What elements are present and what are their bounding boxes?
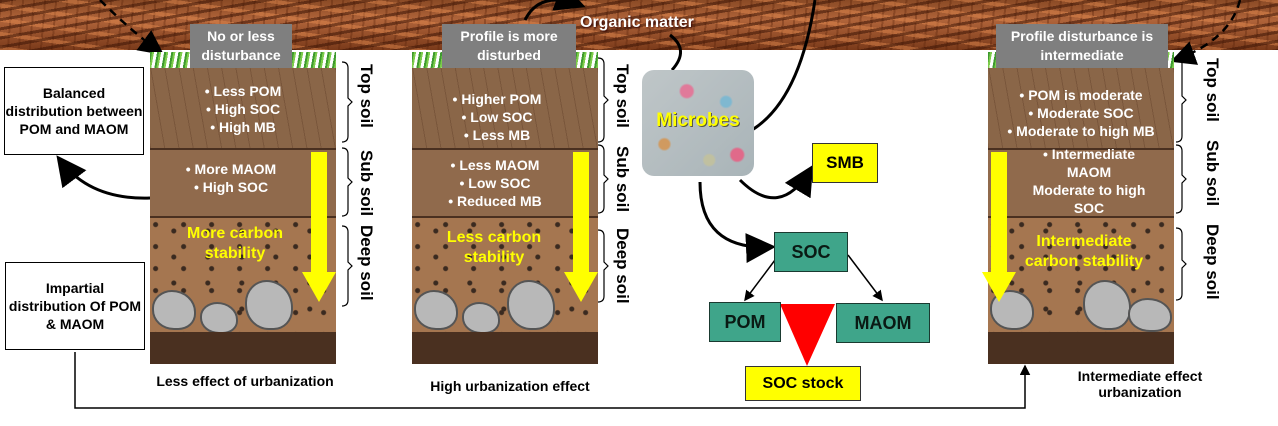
bullet: • Higher POM: [452, 91, 542, 107]
subsoil-layer: [412, 148, 598, 218]
rock: [1128, 298, 1172, 332]
profile-caption: High urbanization effect: [430, 378, 590, 394]
label-deep-soil: Deep soil: [1203, 224, 1222, 300]
down-arrow-icon: [564, 152, 598, 302]
profile-title: No or less disturbance: [190, 24, 292, 68]
profile-title: Profile disturbance is intermediate: [996, 24, 1168, 68]
arrow-om-down: [669, 33, 682, 72]
bedrock-layer: [150, 332, 336, 364]
arrow-soc-maom: [847, 254, 883, 302]
bullet: • Reduced MB: [448, 193, 542, 209]
microbes-image: Microbes: [642, 70, 754, 176]
subsoil-layer: [150, 148, 336, 218]
subsoil-bullets: • Less MAOM • Low SOC • Reduced MB: [402, 156, 588, 210]
rock: [152, 290, 196, 330]
topsoil-layer: [412, 68, 598, 148]
stability-label: Less carbon stability: [446, 229, 542, 266]
arrow-microbes-up: [751, 0, 817, 132]
arrow-soc-pom: [744, 259, 776, 302]
label-top-soil: Top soil: [357, 64, 376, 128]
subsoil-bullets: • More MAOM • High SOC: [138, 160, 324, 196]
pom-box: POM: [709, 302, 781, 342]
arrow-to-balanced: [56, 155, 151, 200]
bullet: • POM is moderate: [1019, 87, 1143, 103]
topsoil-bullets: • POM is moderate • Moderate SOC • Moder…: [988, 86, 1174, 140]
bullet: • Low SOC: [461, 109, 533, 125]
bullet: • High MB: [210, 119, 276, 135]
topsoil-layer: [150, 68, 336, 148]
rock: [507, 280, 555, 330]
bullet: • Low SOC: [459, 175, 531, 191]
stability-label: More carbon stability: [186, 225, 283, 262]
bullet: • Moderate to high MB: [1007, 123, 1155, 139]
subsoil-bullets: • Intermediate MAOM Moderate to high SOC: [996, 145, 1182, 217]
impartial-distribution-box: Impartial distribution Of POM & MAOM: [5, 262, 145, 350]
arrow-microbes-smb: [738, 164, 814, 200]
dashed-arrow-left: [99, 0, 165, 55]
bullet: SOC: [1073, 200, 1105, 216]
topsoil-bullets: • Less POM • High SOC • High MB: [150, 82, 336, 136]
organic-matter-label: Organic matter: [580, 14, 694, 31]
down-arrow-icon: [982, 152, 1016, 302]
label-top-soil: Top soil: [613, 64, 632, 128]
balanced-text: Balanced distribution between POM and MA…: [5, 85, 143, 137]
soc-stock-box: SOC stock: [745, 366, 861, 401]
rock: [1083, 280, 1131, 330]
topsoil-bullets: • Higher POM • Low SOC • Less MB: [404, 90, 590, 144]
arrow-microbes-soc: [698, 181, 776, 264]
bullet: • Less MB: [463, 127, 531, 143]
subsoil-layer: [988, 148, 1174, 218]
stability-label: Intermediate carbon stability: [1024, 233, 1144, 270]
profile-caption: Intermediate effect urbanization: [1077, 368, 1203, 400]
label-deep-soil: Deep soil: [357, 225, 376, 301]
microbes-label: Microbes: [656, 110, 740, 131]
label-deep-soil: Deep soil: [613, 228, 632, 304]
label-sub-soil: Sub soil: [357, 150, 376, 217]
bullet: • High SOC: [205, 101, 281, 117]
bedrock-layer: [988, 332, 1174, 364]
maom-box: MAOM: [836, 303, 930, 343]
soil-profile-high: • Higher POM • Low SOC • Less MB • Less …: [412, 52, 598, 364]
balanced-distribution-box: Balanced distribution between POM and MA…: [4, 67, 144, 155]
label-sub-soil: Sub soil: [613, 146, 632, 213]
bullet: Moderate to high: [1032, 182, 1146, 198]
impartial-text: Impartial distribution Of POM & MAOM: [8, 280, 142, 332]
bullet: • Intermediate: [1042, 146, 1136, 162]
profile-title: Profile is more disturbed: [442, 24, 576, 68]
down-arrow-icon: [302, 152, 336, 302]
bullet: MAOM: [1066, 164, 1112, 180]
soc-box: SOC: [774, 232, 848, 272]
bottom-connector: [74, 352, 1031, 409]
rock: [245, 280, 293, 330]
red-triangle: [780, 304, 835, 366]
profile-caption: Less effect of urbanization: [156, 373, 334, 389]
label-sub-soil: Sub soil: [1203, 140, 1222, 207]
rock: [414, 290, 458, 330]
bedrock-layer: [412, 332, 598, 364]
bullet: • More MAOM: [185, 161, 277, 177]
topsoil-layer: [988, 68, 1174, 148]
smb-box: SMB: [812, 143, 878, 183]
label-top-soil: Top soil: [1203, 58, 1222, 122]
bullet: • Moderate SOC: [1028, 105, 1134, 121]
arrow-om-to-microbes: [523, 0, 586, 21]
bullet: • Less MAOM: [450, 157, 540, 173]
bullet: • Less POM: [204, 83, 282, 99]
soil-profile-low: • Less POM • High SOC • High MB • More M…: [150, 52, 336, 364]
bullet: • High SOC: [193, 179, 269, 195]
